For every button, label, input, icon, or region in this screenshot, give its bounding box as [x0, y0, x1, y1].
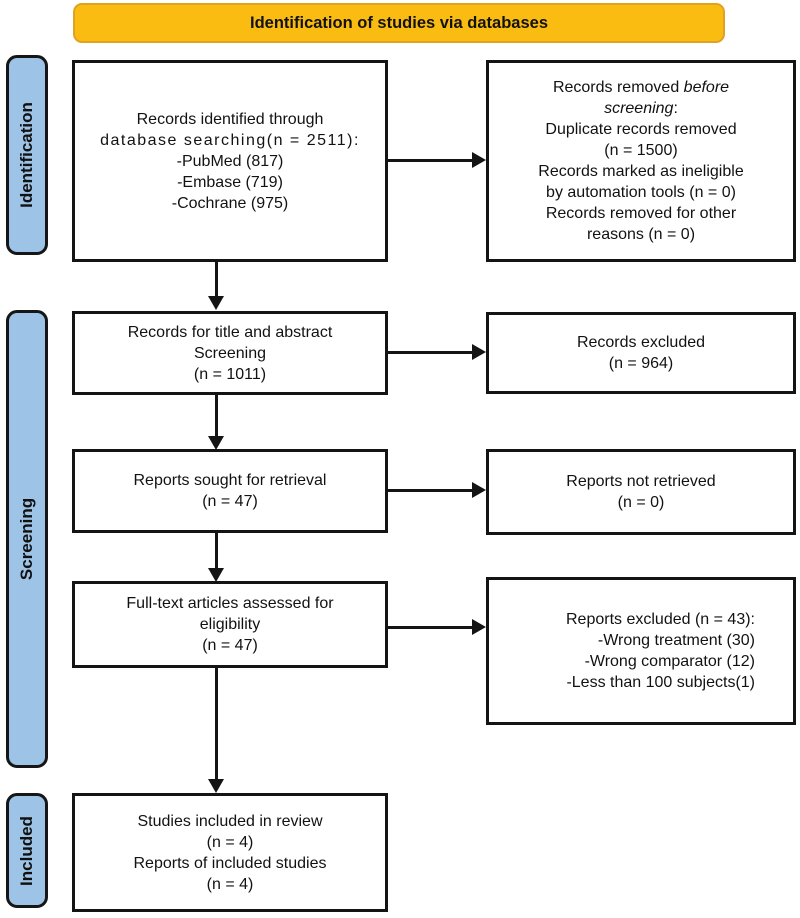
box-reports-excluded: Reports excluded (n = 43): -Wrong treatm…: [486, 577, 796, 725]
arrow-shaft: [388, 625, 472, 629]
box-text-line: (n = 964): [608, 355, 674, 372]
box-text-segment-italic: screening: [604, 100, 674, 117]
box-text-line: Records identified through: [136, 110, 324, 128]
arrow-shaft: [214, 533, 218, 570]
box-text-line: Reports excluded (n = 43):: [566, 611, 755, 628]
stage-label-screening-text: Screening: [17, 497, 37, 581]
stage-label-included-text: Included: [17, 815, 36, 886]
stage-label-identification: Identification: [6, 55, 48, 255]
banner-label: Identification of studies via databases: [250, 13, 548, 32]
box-records-excluded: Records excluded (n = 964): [486, 312, 796, 394]
box-reports-not-retrieved: Reports not retrieved (n = 0): [486, 449, 796, 535]
box-text-line: Studies included in review: [137, 812, 323, 830]
stage-label-identification-text: Identification: [17, 102, 36, 208]
arrow-head-right-icon: [472, 344, 486, 360]
box-text-line: -Wrong comparator (12): [584, 653, 755, 670]
box-text-line: Records marked as ineligible: [538, 163, 744, 180]
box-title-abstract-screening: Records for title and abstract Screening…: [72, 311, 388, 395]
arrow-right-identified-to-removed: [388, 152, 486, 168]
box-text-line: Full-text articles assessed for: [126, 595, 334, 612]
box-text-line: Records removed before: [489, 77, 793, 98]
box-text-line: database searching(n = 2511):: [100, 131, 360, 149]
arrow-shaft: [214, 395, 218, 438]
box-text-segment: :: [673, 100, 678, 117]
box-text-line: (n = 47): [202, 493, 258, 510]
arrow-head-right-icon: [472, 619, 486, 635]
box-text-line: Reports sought for retrieval: [133, 472, 327, 489]
box-records-identified: Records identified through database sear…: [72, 60, 388, 262]
box-text-line: Records removed for other: [545, 205, 737, 222]
box-text-segment-italic: before: [683, 79, 730, 96]
box-text-line: (n = 4): [206, 833, 254, 851]
box-reports-sought: Reports sought for retrieval (n = 47): [72, 449, 388, 533]
box-text-line: -Wrong treatment (30): [597, 632, 755, 649]
arrow-down-screening-to-sought: [208, 395, 224, 450]
box-text-line: Records excluded: [576, 334, 706, 351]
box-text-line: -Less than 100 subjects(1): [566, 674, 755, 691]
box-text-line: screening:: [489, 98, 793, 119]
box-text-line: eligibility: [199, 616, 261, 633]
arrow-head-down-icon: [208, 296, 224, 310]
box-records-removed-before-screening: Records removed before screening: Duplic…: [486, 60, 796, 262]
box-text-line: (n = 4): [206, 875, 254, 893]
box-studies-included: Studies included in review (n = 4) Repor…: [72, 793, 388, 912]
box-text-segment: Records removed: [552, 79, 684, 96]
box-text-line: -Embase (719): [177, 173, 283, 191]
box-text-line: (n = 1011): [193, 365, 267, 383]
box-text-line: Records for title and abstract: [127, 323, 333, 341]
arrow-down-identified-to-screening: [208, 262, 224, 310]
banner-identification-via-databases: Identification of studies via databases: [73, 3, 725, 43]
arrow-shaft: [388, 488, 472, 492]
box-text-line: by automation tools (n = 0): [546, 184, 736, 201]
box-text-line: (n = 0): [617, 494, 665, 511]
box-text-line: Reports of included studies: [133, 854, 327, 872]
box-text-line: (n = 47): [202, 637, 258, 654]
arrow-shaft: [388, 158, 472, 162]
arrow-down-fulltext-to-included: [208, 668, 224, 793]
box-text-line: Duplicate records removed: [545, 121, 737, 138]
arrow-right-screening-to-excluded: [388, 344, 486, 360]
box-text-line: -Cochrane (975): [171, 194, 289, 212]
arrow-right-sought-to-not-retrieved: [388, 482, 486, 498]
arrow-shaft: [214, 668, 218, 781]
box-fulltext-assessed: Full-text articles assessed for eligibil…: [72, 581, 388, 668]
arrow-head-down-icon: [208, 779, 224, 793]
stage-label-included: Included: [6, 793, 48, 908]
box-text-line: (n = 1500): [604, 142, 678, 159]
box-text-line: -PubMed (817): [176, 152, 284, 170]
box-text-line: reasons (n = 0): [586, 226, 696, 243]
arrow-shaft: [214, 262, 218, 298]
arrow-head-down-icon: [208, 436, 224, 450]
stage-label-screening: Screening: [6, 310, 48, 768]
arrow-shaft: [388, 350, 472, 354]
arrow-head-right-icon: [472, 482, 486, 498]
box-text-line: Screening: [193, 344, 267, 362]
arrow-head-down-icon: [208, 568, 224, 582]
arrow-right-fulltext-to-reports-excluded: [388, 619, 486, 635]
arrow-head-right-icon: [472, 152, 486, 168]
arrow-down-sought-to-fulltext: [208, 533, 224, 582]
box-text-line: Reports not retrieved: [566, 473, 716, 490]
